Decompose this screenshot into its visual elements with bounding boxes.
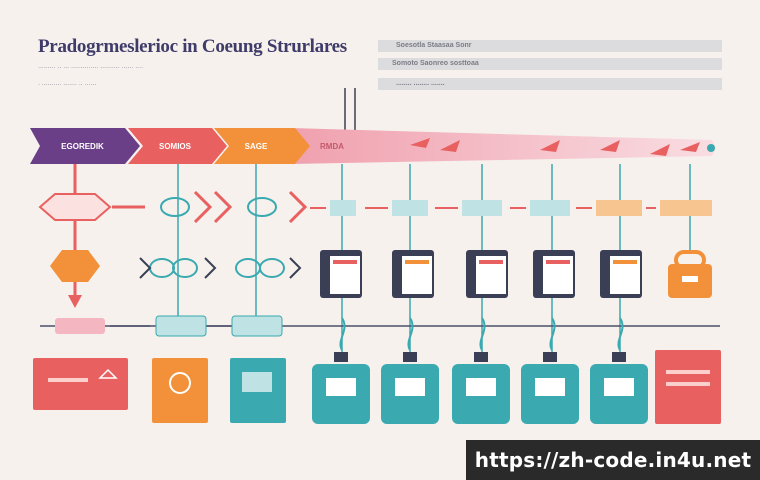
header-bar-3 bbox=[378, 78, 722, 90]
stage-chevron-orange bbox=[214, 128, 310, 164]
timeline-hooks bbox=[339, 317, 624, 351]
lock-icon bbox=[668, 250, 712, 298]
left-node-orange bbox=[50, 250, 100, 282]
right-line-1: Somoto Saonreo sosttoaa bbox=[392, 60, 479, 67]
stage-label-1: EGOREDIK bbox=[61, 141, 104, 151]
watermark-banner: https://zh-code.in4u.net bbox=[466, 440, 760, 480]
page-title: Pradogrmeslerioc in Coeung Strurlares bbox=[38, 36, 347, 57]
right-line-2: ........ ........ ....... bbox=[396, 80, 445, 87]
left-arrow-head bbox=[68, 295, 82, 308]
bottom-card-teal-1 bbox=[230, 358, 286, 423]
stripe-tags bbox=[330, 200, 712, 216]
bottom-card-coral-left bbox=[33, 358, 128, 410]
right-header-label: Soesotla Staasaa Sonr bbox=[396, 42, 472, 49]
left-node-hex bbox=[38, 193, 112, 221]
band-arrow-marks bbox=[410, 138, 700, 156]
stage-label-2: SOMIOS bbox=[158, 141, 191, 151]
row1-arrows bbox=[112, 190, 308, 224]
row1-rings bbox=[160, 197, 277, 217]
subtitle-line-1: ......... .. ... .............. ........… bbox=[38, 63, 144, 70]
stage-band-pink bbox=[290, 128, 716, 164]
stage-label-4: RMDA bbox=[320, 141, 344, 151]
stage-label-3: SAGE bbox=[244, 141, 268, 151]
bottom-card-orange bbox=[152, 358, 208, 423]
row2-rings bbox=[149, 258, 285, 278]
bottom-card-teal-row bbox=[312, 352, 648, 424]
stage-chevron-coral bbox=[128, 128, 227, 164]
band-end-dot bbox=[707, 144, 715, 152]
row2-arrows bbox=[139, 257, 302, 279]
header-bar-1 bbox=[378, 40, 722, 52]
header-bar-2 bbox=[378, 58, 722, 70]
timeline-nodes bbox=[55, 315, 283, 337]
stage-chevron-purple bbox=[30, 128, 140, 164]
bottom-card-coral-right bbox=[655, 350, 721, 424]
document-cards bbox=[320, 250, 642, 298]
subtitle-line-2: . .......... ....... .. ...... bbox=[38, 80, 97, 87]
